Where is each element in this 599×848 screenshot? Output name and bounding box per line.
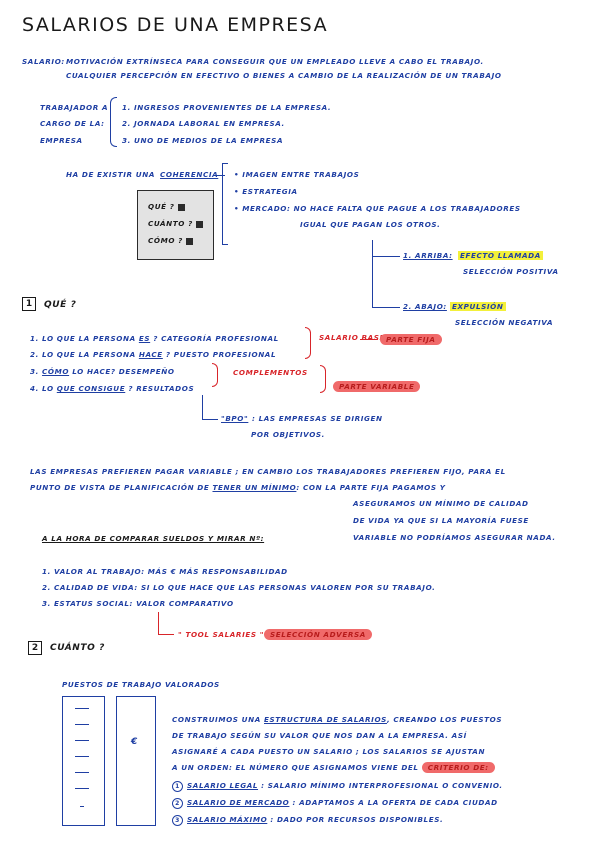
cuanto-p3: ASIGNARÉ A CADA PUESTO UN SALARIO ; LOS … bbox=[172, 747, 486, 756]
salarios-column bbox=[116, 696, 156, 826]
puestos-label: PUESTOS DE TRABAJO VALORADOS bbox=[62, 680, 220, 689]
trabajador-item-1: 1. INGRESOS PROVENIENTES DE LA EMPRESA. bbox=[122, 103, 332, 112]
puestos-column bbox=[62, 696, 105, 826]
puesto-dash bbox=[75, 724, 89, 726]
puesto-dot bbox=[80, 806, 84, 808]
complementos: COMPLEMENTOS bbox=[233, 368, 308, 377]
trabajador-brace bbox=[110, 97, 117, 147]
variable-brace bbox=[320, 365, 326, 393]
salario-label: SALARIO: bbox=[22, 57, 65, 66]
parte-fija-badge: PARTE FIJA bbox=[380, 334, 442, 345]
parte-variable-badge: PARTE VARIABLE bbox=[333, 381, 421, 392]
tool-line-v bbox=[158, 612, 160, 634]
seleccion-adversa-badge: SELECCIÓN ADVERSA bbox=[264, 629, 372, 640]
coherencia-word: COHERENCIA bbox=[160, 170, 219, 179]
bullet-2: • ESTRATEGIA bbox=[234, 187, 298, 196]
bullet-3: • MERCADO: NO HACE FALTA QUE PAGUE A LOS… bbox=[234, 204, 521, 213]
box-cuanto: CUÁNTO ? bbox=[148, 219, 193, 228]
salario-base-brace bbox=[305, 327, 311, 359]
bullet-3-cont: IGUAL QUE PAGAN LOS OTROS. bbox=[300, 220, 441, 229]
que-item-3: 3. CÓMO LO HACE? DESEMPEÑO bbox=[30, 367, 175, 376]
puesto-dash bbox=[75, 756, 89, 758]
box-que: QUÉ ? bbox=[148, 202, 175, 211]
que-item-2: 2. LO QUE LA PERSONA HACE ? PUESTO PROFE… bbox=[30, 350, 277, 359]
square-icon bbox=[177, 203, 185, 211]
connector-line bbox=[213, 175, 225, 177]
square-icon bbox=[185, 237, 193, 245]
bullet-1: • IMAGEN ENTRE TRABAJOS bbox=[234, 170, 360, 179]
arriba-sub: SELECCIÓN POSITIVA bbox=[463, 267, 559, 276]
tool-line-h bbox=[158, 634, 174, 636]
abajo-label: 2. ABAJO: bbox=[403, 302, 447, 311]
puesto-dash bbox=[75, 708, 89, 710]
que-item-4: 4. LO QUE CONSIGUE ? RESULTADOS bbox=[30, 384, 195, 393]
bpo-text: : LAS EMPRESAS SE DIRIGEN bbox=[252, 414, 383, 423]
salario-def-line2: CUALQUIER PERCEPCIÓN EN EFECTIVO O BIENE… bbox=[66, 71, 502, 80]
puesto-dash bbox=[75, 772, 89, 774]
arrow-abajo bbox=[372, 307, 400, 309]
arriba-highlight: EFECTO LLAMADA bbox=[458, 251, 543, 260]
puesto-dash bbox=[75, 740, 89, 742]
trabajador-label-3: EMPRESA bbox=[40, 136, 83, 145]
arriba-label: 1. ARRIBA: bbox=[403, 251, 453, 260]
parrafo-l1: LAS EMPRESAS PREFIEREN PAGAR VARIABLE ; … bbox=[30, 467, 506, 476]
comparar-item-1: 1. VALOR AL TRABAJO: MÁS € MÁS RESPONSAB… bbox=[42, 567, 288, 576]
comparar-heading: A LA HORA DE COMPARAR SUELDOS Y MIRAR Nº… bbox=[42, 534, 265, 543]
bpo-label: "BPO" bbox=[221, 414, 249, 423]
cuanto-p2: DE TRABAJO SEGÚN SU VALOR QUE NOS DAN A … bbox=[172, 731, 467, 740]
coherencia-bracket bbox=[222, 163, 228, 245]
cuanto-p4: A UN ORDEN: EL NÚMERO QUE ASIGNAMOS VIEN… bbox=[172, 762, 495, 773]
parrafo-l2: PUNTO DE VISTA DE PLANIFICACIÓN DE TENER… bbox=[30, 483, 446, 492]
arrow-arriba bbox=[372, 256, 400, 258]
tool-salaries: " TOOL SALARIES " : bbox=[178, 630, 271, 639]
comparar-item-2: 2. CALIDAD DE VIDA: SI LO QUE HACE QUE L… bbox=[42, 583, 436, 592]
parrafo-l3: ASEGURAMOS UN MÍNIMO DE CALIDAD bbox=[353, 499, 529, 508]
coherencia-text: HA DE EXISTIR UNA bbox=[66, 170, 155, 179]
puesto-dash bbox=[75, 788, 89, 790]
square-icon bbox=[195, 220, 203, 228]
parrafo-l5: VARIABLE NO PODRÍAMOS ASEGURAR NADA. bbox=[353, 533, 556, 542]
comparar-item-3: 3. ESTATUS SOCIAL: VALOR COMPARATIVO bbox=[42, 599, 234, 608]
parrafo-l4: DE VIDA YA QUE SI LA MAYORÍA FUESE bbox=[353, 516, 529, 525]
trabajador-label-2: CARGO DE LA: bbox=[40, 119, 105, 128]
salario-base: SALARIO BASE bbox=[319, 333, 386, 342]
salario-def-line1: MOTIVACIÓN EXTRÍNSECA PARA CONSEGUIR QUE… bbox=[66, 57, 484, 66]
bpo-text-2: POR OBJETIVOS. bbox=[251, 430, 326, 439]
abajo-sub: SELECCIÓN NEGATIVA bbox=[455, 318, 554, 327]
section-2-number: 2 bbox=[28, 641, 42, 655]
cuanto-p1: CONSTRUIMOS UNA ESTRUCTURA DE SALARIOS, … bbox=[172, 715, 503, 724]
euro-icon: € bbox=[131, 737, 138, 747]
section-1-number: 1 bbox=[22, 297, 36, 311]
box-como: CÓMO ? bbox=[148, 236, 183, 245]
section-1-heading: QUÉ ? bbox=[44, 300, 77, 310]
section-2-heading: CUÁNTO ? bbox=[50, 643, 105, 653]
bpo-line-v bbox=[202, 395, 204, 419]
abajo-highlight: EXPULSIÓN bbox=[450, 302, 506, 311]
page-title: SALARIOS DE UNA EMPRESA bbox=[22, 14, 329, 36]
efectos-vertical-line bbox=[372, 240, 374, 308]
bpo-line-h bbox=[202, 419, 218, 421]
trabajador-label-1: TRABAJADOR A bbox=[40, 103, 109, 112]
trabajador-item-3: 3. UNO DE MEDIOS DE LA EMPRESA bbox=[122, 136, 284, 145]
complementos-brace bbox=[212, 363, 218, 387]
trabajador-item-2: 2. JORNADA LABORAL EN EMPRESA. bbox=[122, 119, 285, 128]
red-connector bbox=[360, 339, 378, 341]
que-cuanto-como-box: QUÉ ? CUÁNTO ? CÓMO ? bbox=[137, 190, 214, 260]
que-item-1: 1. LO QUE LA PERSONA ES ? CATEGORÍA PROF… bbox=[30, 334, 279, 343]
